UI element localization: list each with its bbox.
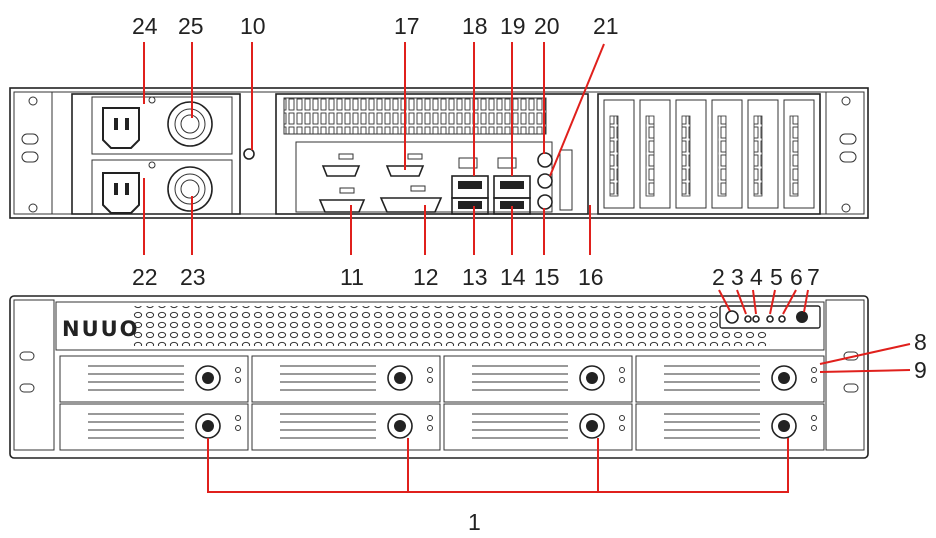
port-11-upper xyxy=(321,165,361,177)
psu-bay xyxy=(71,93,255,215)
psu-2 xyxy=(91,159,233,215)
port-19 xyxy=(497,157,517,169)
port-11-lower xyxy=(318,199,366,213)
callout-15: 15 xyxy=(534,264,560,290)
port-13-lower xyxy=(451,197,489,215)
power-button xyxy=(725,310,739,324)
port-18 xyxy=(458,157,478,169)
callout-24: 24 xyxy=(132,13,158,39)
led-6 xyxy=(778,315,786,323)
drive-tray xyxy=(443,403,633,451)
callout-14: 14 xyxy=(500,264,526,290)
drive-tray xyxy=(59,403,249,451)
leader-lines xyxy=(143,42,911,493)
callout-6: 6 xyxy=(790,264,803,290)
callout-labels: 24 25 10 17 18 19 20 21 22 23 11 12 13 1… xyxy=(132,13,927,535)
led-5 xyxy=(766,315,774,323)
callout-13: 13 xyxy=(462,264,488,290)
psu-1 xyxy=(91,96,233,155)
callout-21: 21 xyxy=(593,13,619,39)
callout-7: 7 xyxy=(807,264,820,290)
psu-alarm-reset-button xyxy=(243,148,255,160)
callout-17: 17 xyxy=(394,13,420,39)
led-3 xyxy=(744,315,752,323)
callout-12: 12 xyxy=(413,264,439,290)
drive-tray xyxy=(251,355,441,403)
rear-chassis-outline xyxy=(9,87,869,219)
drive-tray xyxy=(251,403,441,451)
io-area xyxy=(275,93,589,215)
drive-bays xyxy=(59,355,825,451)
audio-jack-15 xyxy=(537,194,553,210)
reset-button xyxy=(796,311,808,323)
brand-logo: NUUO xyxy=(62,317,140,341)
ac-power-inlet-2 xyxy=(102,172,140,214)
expansion-slot-covers xyxy=(283,97,547,135)
callout-8: 8 xyxy=(914,329,927,355)
led-4 xyxy=(752,315,760,323)
callout-2: 2 xyxy=(712,264,725,290)
callout-20: 20 xyxy=(534,13,560,39)
callout-4: 4 xyxy=(750,264,763,290)
drive-tray xyxy=(443,355,633,403)
callout-22: 22 xyxy=(132,264,158,290)
front-left-handle xyxy=(13,299,55,451)
rear-right-ear xyxy=(839,96,857,213)
callout-19: 19 xyxy=(500,13,526,39)
psu-fan-1 xyxy=(167,101,213,147)
callout-23: 23 xyxy=(180,264,206,290)
callout-9: 9 xyxy=(914,357,927,383)
callout-5: 5 xyxy=(770,264,783,290)
port-12 xyxy=(379,197,443,213)
rear-expansion-cage xyxy=(597,93,821,215)
port-17 xyxy=(385,165,425,177)
front-chassis-outline xyxy=(9,295,869,459)
callout-3: 3 xyxy=(731,264,744,290)
drive-tray xyxy=(635,403,825,451)
audio-jack-20 xyxy=(537,152,553,168)
front-bezel xyxy=(55,301,825,351)
callout-18: 18 xyxy=(462,13,488,39)
audio-jack-21 xyxy=(537,173,553,189)
rear-panel xyxy=(9,87,869,219)
front-panel: NUUO xyxy=(9,295,869,459)
callout-25: 25 xyxy=(178,13,204,39)
rear-left-ear xyxy=(21,96,39,213)
drive-tray xyxy=(635,355,825,403)
callout-11: 11 xyxy=(340,264,364,290)
psu-fan-2 xyxy=(167,166,213,212)
front-right-handle xyxy=(825,299,865,451)
callout-1: 1 xyxy=(468,509,481,535)
expansion-card-16 xyxy=(559,149,573,211)
callout-16: 16 xyxy=(578,264,604,290)
drive-tray xyxy=(59,355,249,403)
front-vent-grille xyxy=(130,306,770,346)
callout-10: 10 xyxy=(240,13,266,39)
ac-power-inlet-1 xyxy=(102,107,140,149)
